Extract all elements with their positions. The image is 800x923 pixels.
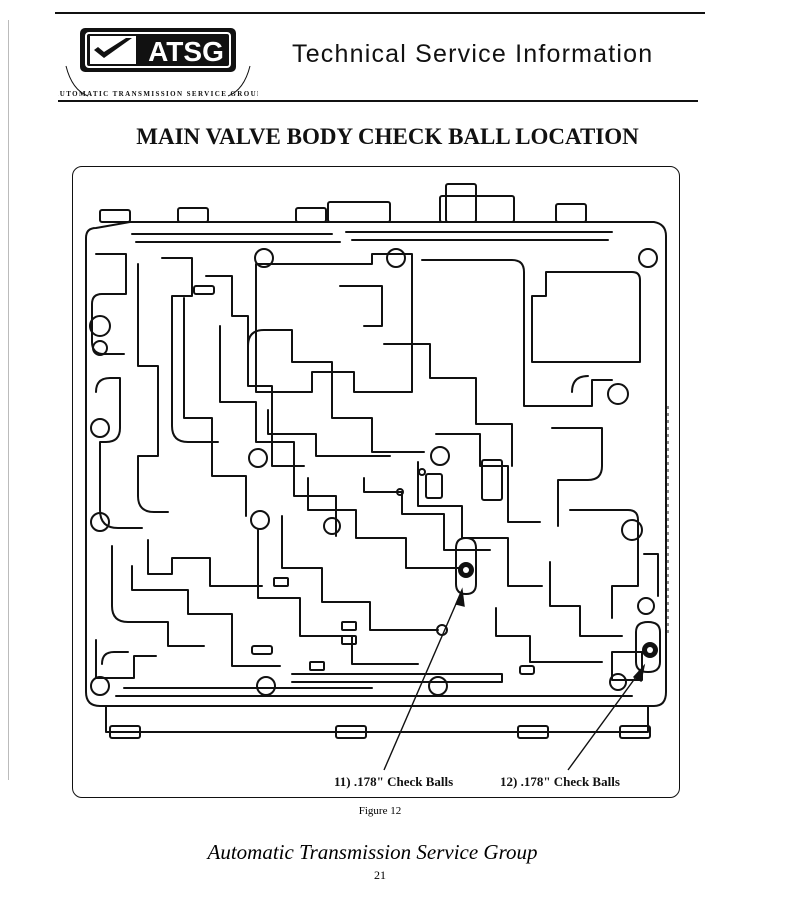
callout-arrows [383, 587, 646, 771]
footer-organization: Automatic Transmission Service Group [207, 840, 538, 864]
atsg-logo: ATSG AUTOMATIC TRANSMISSION SERVICE GROU… [58, 28, 258, 98]
logo-text: ATSG [148, 36, 224, 67]
figure-frame [72, 166, 680, 798]
page-edge [8, 20, 9, 780]
valve-body-outline [85, 221, 667, 707]
figure-caption: Figure 12 [358, 805, 402, 817]
page-number: 21 [374, 868, 386, 882]
callout-label-11: 11) .178" Check Balls [334, 774, 454, 789]
valve-body-diagram [85, 183, 669, 771]
bolt-hole [89, 315, 111, 337]
top-rule [55, 12, 705, 14]
checkmark-icon [94, 38, 132, 58]
callout-label-12: 12) .178" Check Balls [500, 774, 620, 789]
upper-right-pocket [531, 271, 641, 363]
header-rule [58, 100, 698, 102]
header-title: Technical Service Information [292, 40, 654, 68]
page-heading: MAIN VALVE BODY CHECK BALL LOCATION [136, 124, 639, 149]
logo-ring-text: AUTOMATIC TRANSMISSION SERVICE GROUP [58, 90, 258, 98]
top-bolts [99, 183, 587, 223]
